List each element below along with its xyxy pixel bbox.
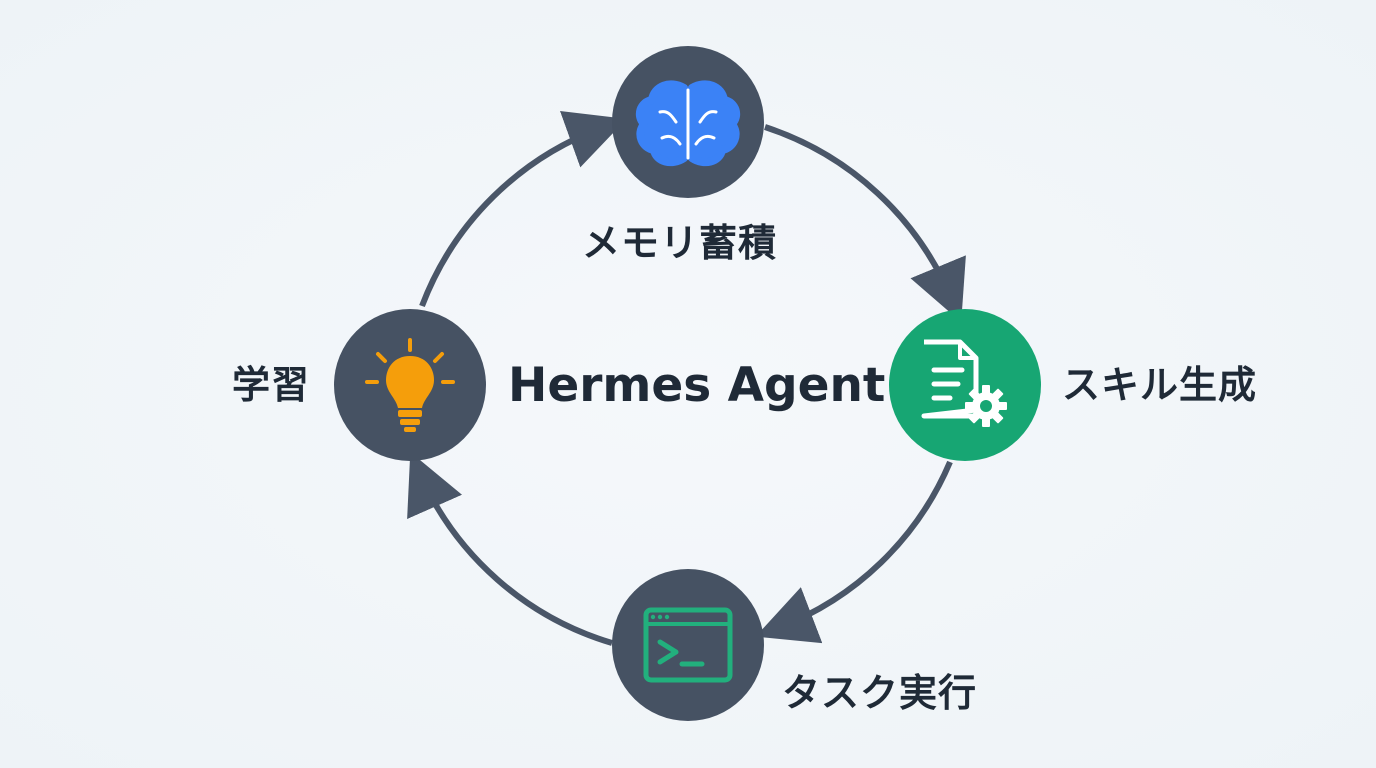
lightbulb-icon: [365, 338, 455, 432]
label-task: タスク実行: [782, 671, 978, 715]
node-skill: [889, 309, 1041, 461]
arrow-memory-to-skill: [764, 124, 966, 323]
arrow-learn-to-memory: [419, 110, 627, 308]
terminal-icon: [643, 607, 733, 683]
document-gear-icon: [921, 339, 1007, 427]
label-learn: 学習: [232, 363, 311, 407]
node-task: [612, 569, 764, 721]
label-skill: スキル生成: [1062, 363, 1258, 407]
brain-icon: [635, 80, 741, 167]
diagram-title: Hermes Agent: [508, 358, 886, 413]
label-memory: メモリ蓄積: [582, 221, 778, 265]
arrow-skill-to-task: [755, 460, 953, 644]
arrow-task-to-learn: [407, 452, 613, 646]
node-learn: [334, 309, 486, 461]
node-memory: [612, 46, 764, 198]
